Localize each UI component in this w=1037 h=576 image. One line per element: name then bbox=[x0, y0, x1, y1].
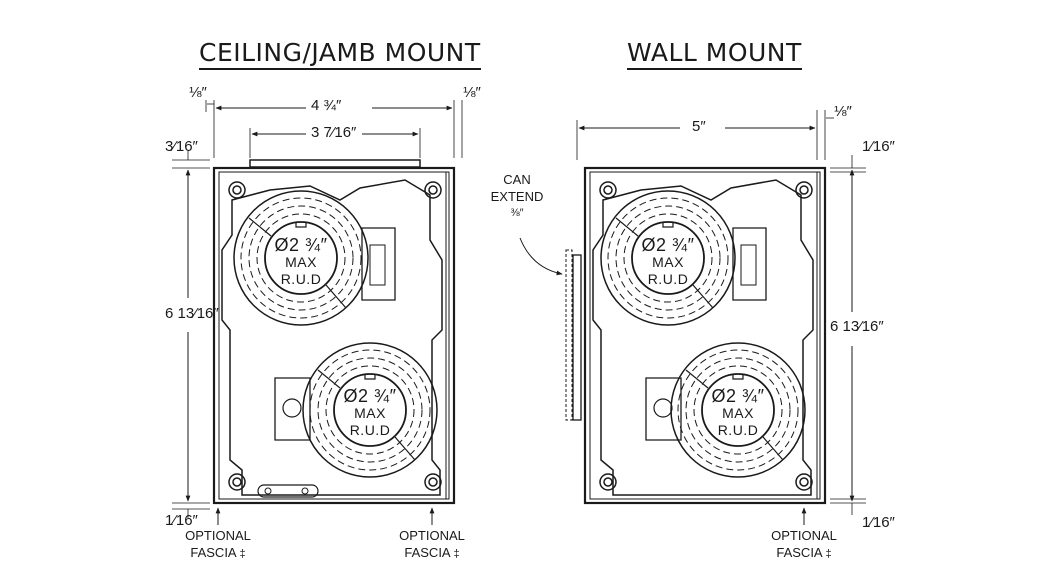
fascia-line1: OPTIONAL bbox=[399, 528, 465, 543]
right-top-spool-label: Ø2 ¾″ MAX R.U.D bbox=[633, 235, 703, 288]
right-width-dim: 5″ bbox=[692, 118, 706, 135]
right-bottom-spool-label: Ø2 ¾″ MAX R.U.D bbox=[703, 386, 773, 439]
fascia-line2: FASCIA bbox=[404, 545, 450, 560]
can-extend-label: CAN EXTEND ⅜″ bbox=[485, 171, 549, 222]
spool-max-text: MAX bbox=[652, 254, 684, 270]
spool-diameter-text: Ø2 ¾″ bbox=[711, 386, 765, 406]
left-top-spool-label: Ø2 ¾″ MAX R.U.D bbox=[266, 235, 336, 288]
spool-diameter-text: Ø2 ¾″ bbox=[274, 235, 328, 255]
center-optional-fascia-label: OPTIONAL FASCIA ‡ bbox=[394, 527, 470, 563]
right-top-eighth-dim: ⅛″ bbox=[834, 103, 852, 120]
can-extend-line2: EXTEND bbox=[490, 189, 544, 204]
left-bottom-offset-dim: 1⁄16″ bbox=[165, 512, 198, 529]
spool-max-text: MAX bbox=[285, 254, 317, 270]
spool-diameter-text: Ø2 ¾″ bbox=[641, 235, 695, 255]
fascia-line1: OPTIONAL bbox=[185, 528, 251, 543]
fascia-line2: FASCIA bbox=[190, 545, 236, 560]
wall-mount-drawing bbox=[519, 110, 866, 525]
left-top-offset-dim: 3⁄16″ bbox=[165, 138, 198, 155]
left-top-right-eighth-dim: ⅛″ bbox=[463, 84, 481, 101]
spool-max-text: MAX bbox=[722, 405, 754, 421]
can-extend-line1: CAN bbox=[503, 172, 531, 187]
left-height-dim: 6 13⁄16″ bbox=[165, 305, 219, 322]
fascia-mark: ‡ bbox=[453, 548, 460, 560]
can-extend-value: ⅜″ bbox=[510, 207, 524, 219]
fascia-mark: ‡ bbox=[825, 548, 832, 560]
fascia-line1: OPTIONAL bbox=[771, 528, 837, 543]
right-top-offset-dim: 1⁄16″ bbox=[862, 138, 895, 155]
fascia-mark: ‡ bbox=[239, 548, 246, 560]
spool-rud-text: R.U.D bbox=[717, 422, 759, 438]
right-height-dim: 6 13⁄16″ bbox=[830, 318, 884, 335]
spool-rud-text: R.U.D bbox=[280, 271, 322, 287]
left-optional-fascia-label: OPTIONAL FASCIA ‡ bbox=[180, 527, 256, 563]
ceiling-jamb-mount-drawing bbox=[172, 100, 463, 525]
spool-rud-text: R.U.D bbox=[349, 422, 391, 438]
left-bottom-spool-label: Ø2 ¾″ MAX R.U.D bbox=[335, 386, 405, 439]
wall-mount-title: WALL MOUNT bbox=[627, 39, 802, 70]
fascia-line2: FASCIA bbox=[776, 545, 822, 560]
spool-rud-text: R.U.D bbox=[647, 271, 689, 287]
ceiling-jamb-mount-title: CEILING/JAMB MOUNT bbox=[199, 39, 481, 70]
right-optional-fascia-label: OPTIONAL FASCIA ‡ bbox=[766, 527, 842, 563]
spool-diameter-text: Ø2 ¾″ bbox=[343, 386, 397, 406]
spool-max-text: MAX bbox=[354, 405, 386, 421]
right-bottom-offset-dim: 1⁄16″ bbox=[862, 514, 895, 531]
left-top-left-eighth-dim: ⅛″ bbox=[189, 84, 207, 101]
left-inner-width-dim: 3 7⁄16″ bbox=[311, 124, 357, 141]
left-outer-width-dim: 4 ¾″ bbox=[311, 97, 342, 114]
